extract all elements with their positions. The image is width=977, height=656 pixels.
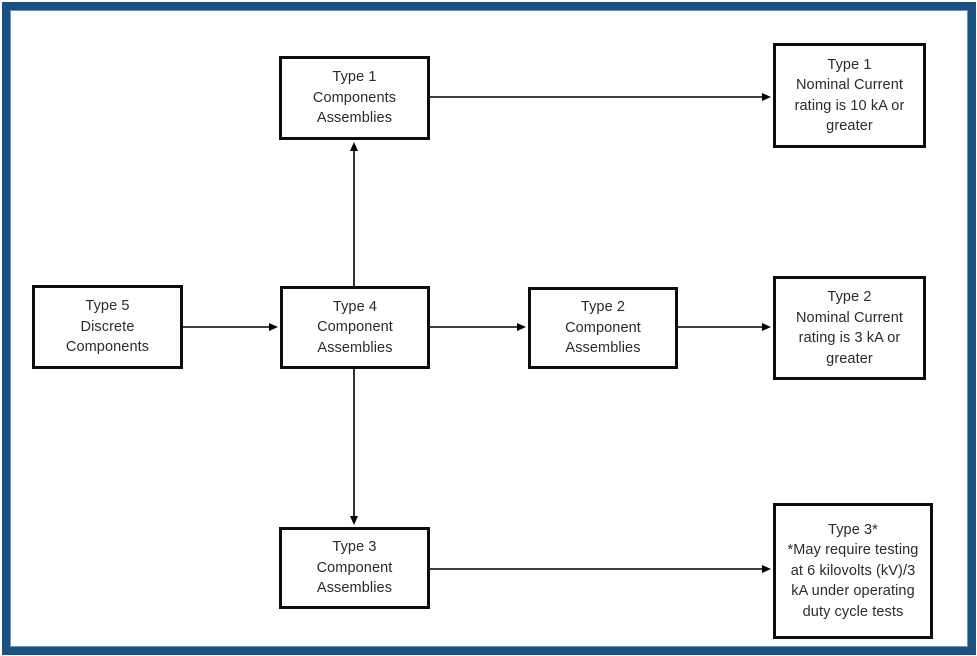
node-label: Type 1 Components Assemblies (312, 69, 397, 127)
node-label: Type 3 Component Assemblies (316, 539, 393, 597)
node-label: Type 1 Nominal Current rating is 10 kA o… (794, 56, 905, 135)
node-label: Type 3* *May require testing at 6 kilovo… (787, 521, 919, 620)
node-label: Type 2 Component Assemblies (565, 299, 641, 357)
node-type5-discrete-components: Type 5 Discrete Components (32, 285, 183, 369)
node-type2-nominal-current: Type 2 Nominal Current rating is 3 kA or… (773, 276, 926, 380)
node-type1-nominal-current: Type 1 Nominal Current rating is 10 kA o… (773, 43, 926, 148)
node-type4-component-assemblies: Type 4 Component Assemblies (280, 286, 430, 369)
node-type3-note: Type 3* *May require testing at 6 kilovo… (773, 503, 933, 639)
node-type1-components-assemblies: Type 1 Components Assemblies (279, 56, 430, 140)
node-label: Type 5 Discrete Components (65, 298, 150, 356)
node-type3-component-assemblies: Type 3 Component Assemblies (279, 527, 430, 609)
node-type2-component-assemblies: Type 2 Component Assemblies (528, 287, 678, 369)
node-label: Type 2 Nominal Current rating is 3 kA or… (795, 289, 904, 367)
node-label: Type 4 Component Assemblies (317, 298, 393, 356)
